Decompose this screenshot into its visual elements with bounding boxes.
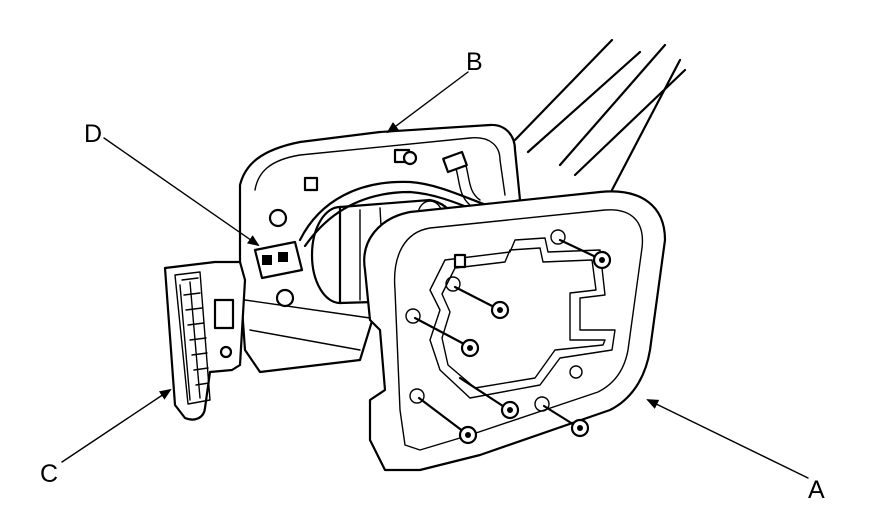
lamp-connector bbox=[253, 240, 304, 280]
screw bbox=[558, 238, 612, 270]
leader-line-a bbox=[646, 399, 809, 479]
harness-connectors bbox=[268, 148, 468, 308]
callout-b: B bbox=[466, 48, 483, 76]
leader-lines bbox=[61, 71, 809, 479]
screw bbox=[413, 316, 480, 358]
mounting-screws bbox=[413, 238, 612, 445]
callout-d: D bbox=[84, 120, 102, 148]
leader-line-d bbox=[103, 137, 260, 247]
leader-line-b bbox=[386, 71, 469, 134]
callout-c: C bbox=[40, 460, 58, 488]
mirror-stay-lines bbox=[513, 38, 687, 192]
screw bbox=[417, 396, 478, 445]
screw bbox=[542, 404, 590, 438]
screw bbox=[453, 285, 510, 320]
callout-a: A bbox=[808, 476, 825, 504]
mirror-base-panel bbox=[363, 190, 667, 472]
screw bbox=[458, 376, 520, 420]
leader-line-c bbox=[61, 388, 172, 463]
turn-signal-lamp bbox=[163, 260, 247, 421]
